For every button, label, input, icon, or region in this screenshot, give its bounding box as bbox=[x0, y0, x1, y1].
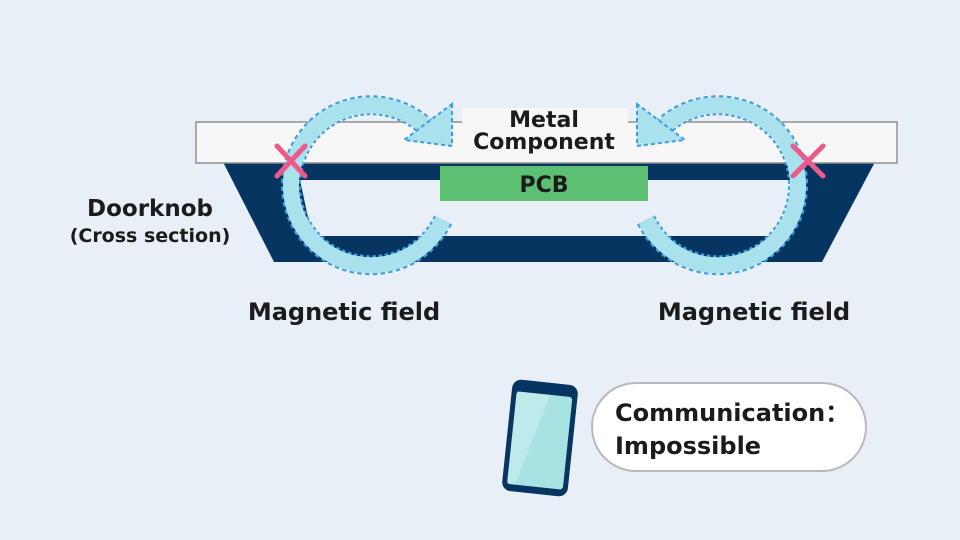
blocked-left-x-mark-icon bbox=[274, 143, 308, 179]
pcb-label: PCB bbox=[519, 173, 568, 198]
pcb-board bbox=[440, 166, 648, 201]
magnetic-field-right-label: Magnetic field bbox=[658, 298, 850, 326]
doorknob-cross-section bbox=[222, 160, 876, 262]
smartphone-icon bbox=[502, 379, 578, 497]
blocked-right-x-mark-icon bbox=[790, 143, 826, 179]
communication-status-callout: Communication： Impossible bbox=[591, 382, 867, 472]
metal-label-line2: Component bbox=[473, 130, 615, 155]
doorknob-label: Doorknob bbox=[87, 196, 213, 222]
doorknob-sublabel: (Cross section) bbox=[70, 225, 231, 247]
metal-label-backdrop bbox=[462, 108, 628, 152]
status-line2: Impossible bbox=[615, 432, 762, 460]
status-line1: Communication： bbox=[615, 399, 850, 427]
metal-label-line1: Metal bbox=[509, 108, 579, 133]
magnetic-field-left-label: Magnetic field bbox=[248, 298, 440, 326]
magnetic-field-left-icon bbox=[280, 95, 453, 276]
magnetic-field-right-icon bbox=[636, 95, 809, 276]
